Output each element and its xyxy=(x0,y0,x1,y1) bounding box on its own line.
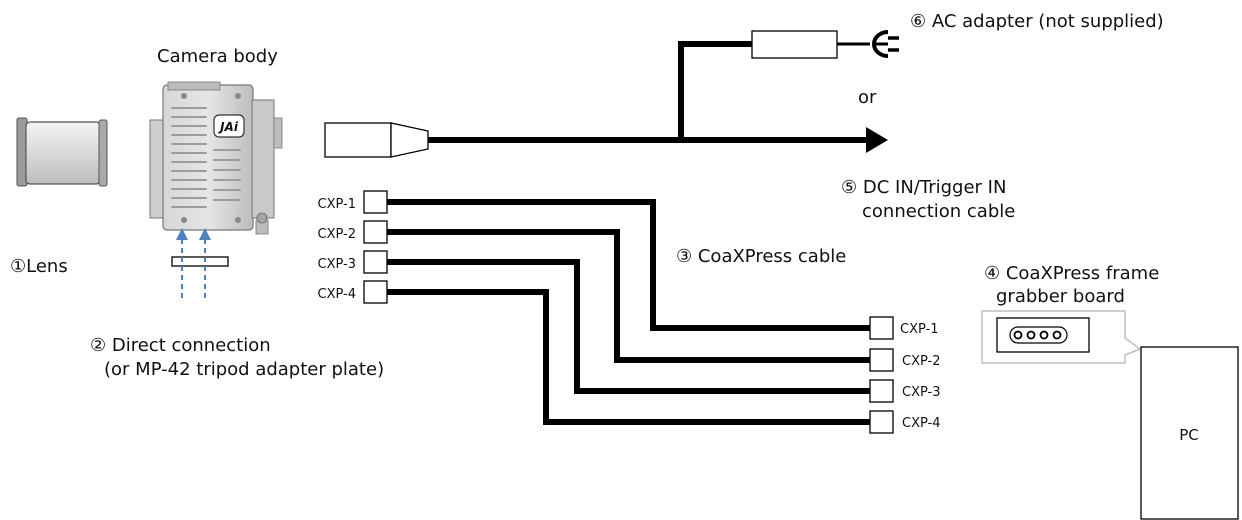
grabber-cxp-port xyxy=(869,379,894,403)
camera-body-label: Camera body xyxy=(157,46,278,67)
grabber-cxp-port xyxy=(869,410,894,434)
lens-label: ①Lens xyxy=(10,256,68,277)
lens-illustration xyxy=(16,117,108,187)
camera-cxp-ports: CXP-1 CXP-2 CXP-3 CXP-4 xyxy=(318,190,388,304)
camera-port-label: CXP-2 xyxy=(318,227,357,242)
dc-in-cable xyxy=(324,30,899,158)
camera-fins xyxy=(171,107,241,208)
frame-grabber-label: ④ CoaXPress frame xyxy=(984,263,1159,284)
tripod-plate-label: (or MP-42 tripod adapter plate) xyxy=(104,359,384,380)
pc-box xyxy=(1140,346,1239,520)
pc-label: PC xyxy=(1179,426,1199,444)
frame-grabber-board xyxy=(981,310,1142,364)
dc-in-label-line2: connection cable xyxy=(862,201,1015,222)
camera-body-illustration: JAi xyxy=(149,81,283,235)
coaxpress-cables xyxy=(387,199,870,425)
camera-cxp-port xyxy=(363,280,388,304)
camera-cxp-port xyxy=(363,190,388,214)
grabber-cxp-port xyxy=(869,316,894,340)
camera-cxp-port xyxy=(363,250,388,274)
grabber-port-label: CXP-2 xyxy=(902,354,941,369)
tripod-adapter-plate xyxy=(171,256,229,267)
camera-cxp-port xyxy=(363,220,388,244)
grabber-port-label: CXP-4 xyxy=(902,416,941,431)
direct-connection-label: ② Direct connection xyxy=(90,335,271,356)
arrow-up-icon xyxy=(176,228,188,240)
camera-port-label: CXP-4 xyxy=(318,287,357,302)
ac-adapter-label: ⑥ AC adapter (not supplied) xyxy=(910,11,1164,32)
jai-logo xyxy=(213,114,245,138)
power-plug-icon xyxy=(872,30,899,58)
camera-port-label: CXP-3 xyxy=(318,257,357,272)
dc-in-label: ⑤ DC IN/Trigger IN xyxy=(841,177,1006,198)
mount-arrows xyxy=(176,228,211,298)
frame-grabber-label-line2: grabber board xyxy=(996,286,1125,307)
arrow-right-icon xyxy=(866,127,888,153)
grabber-port-label: CXP-1 xyxy=(900,322,939,337)
camera-port-label: CXP-1 xyxy=(318,197,357,212)
grabber-port-label: CXP-3 xyxy=(902,385,941,400)
or-label: or xyxy=(858,87,877,108)
arrow-up-icon xyxy=(199,228,211,240)
coaxpress-cable-label: ③ CoaXPress cable xyxy=(676,246,846,267)
grabber-cxp-ports: CXP-1 CXP-2 CXP-3 CXP-4 xyxy=(869,316,941,434)
ac-adapter-box xyxy=(751,30,838,59)
grabber-cxp-port xyxy=(869,348,894,372)
jai-logo-text: JAi xyxy=(218,120,239,134)
